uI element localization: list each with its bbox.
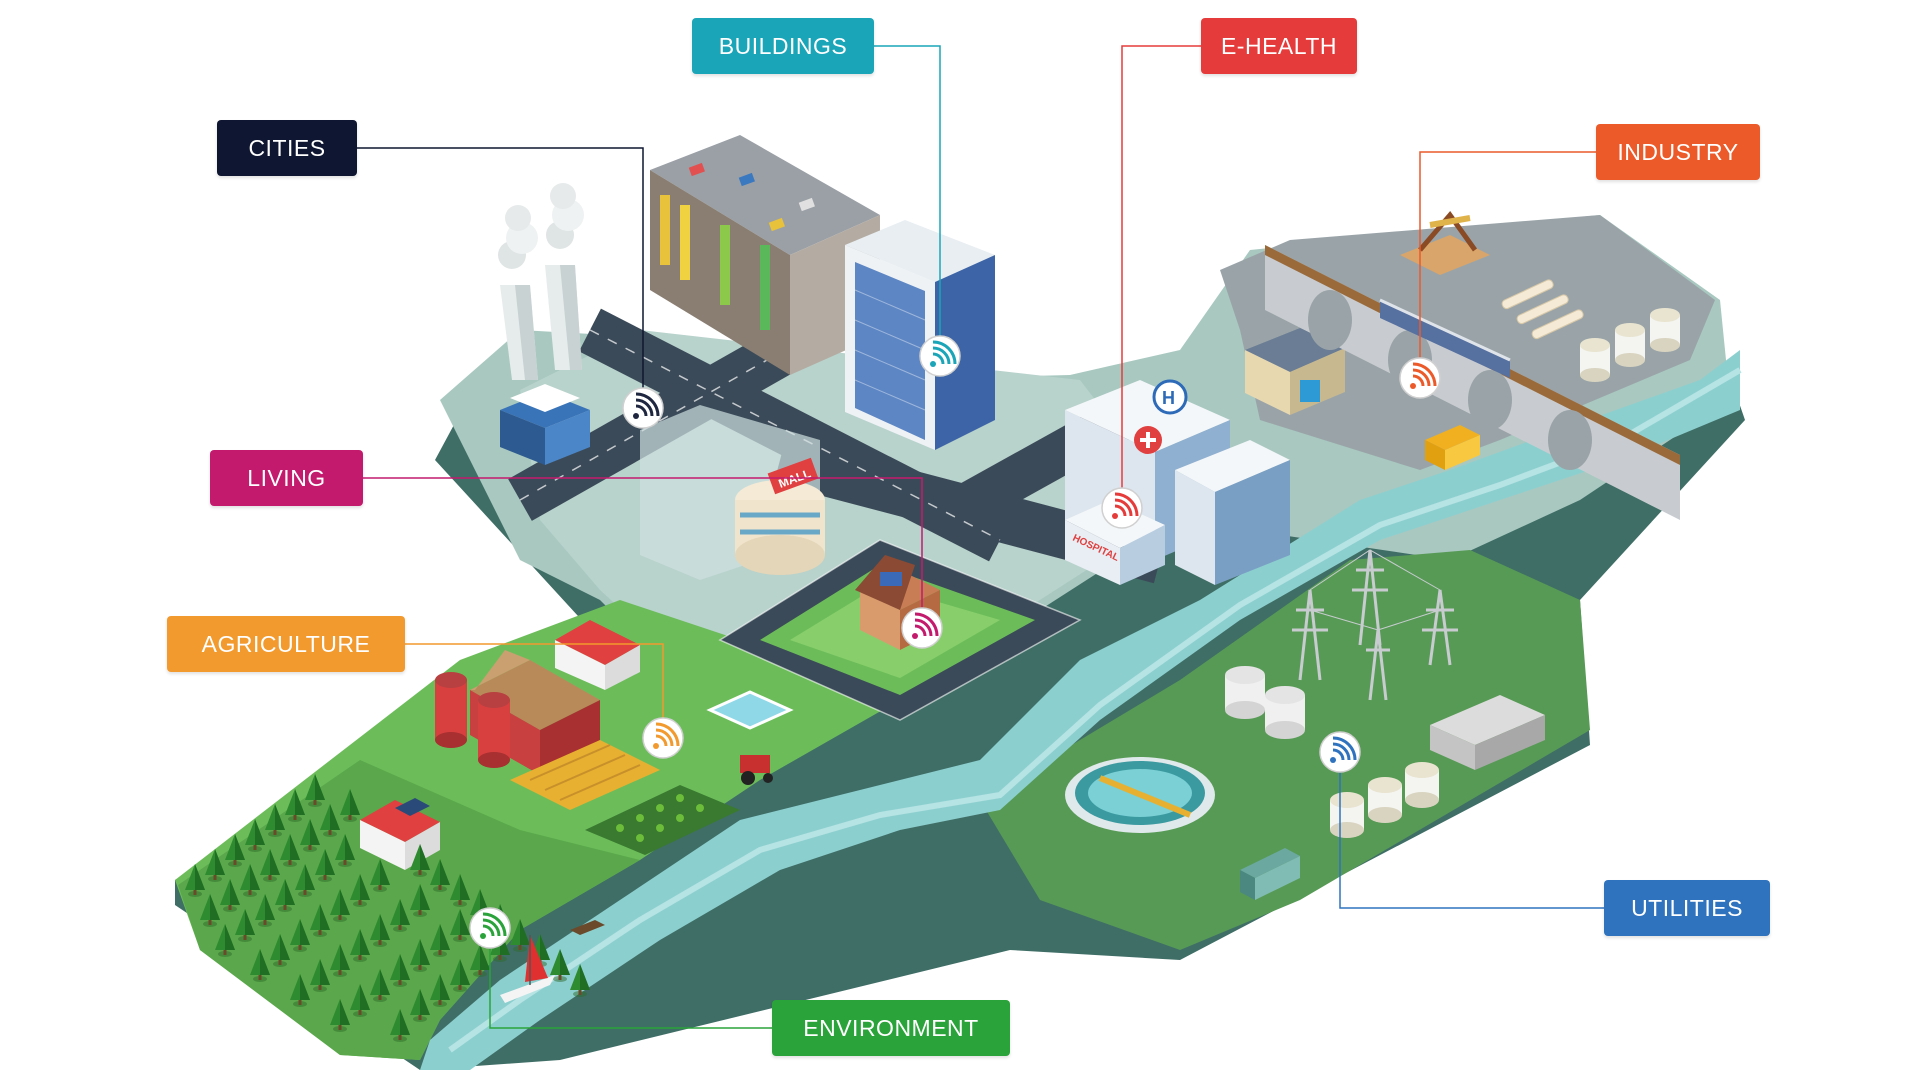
sensor-agriculture <box>641 716 685 760</box>
tractor <box>740 755 773 785</box>
silos <box>435 672 510 768</box>
cooling-towers <box>498 183 584 380</box>
oil-pump <box>1400 210 1490 275</box>
utility-factory <box>1430 695 1545 770</box>
sensor-living <box>900 606 944 650</box>
delivery-truck <box>1425 425 1480 470</box>
pipe-stacks <box>1501 279 1584 340</box>
vegetable-field <box>585 785 740 855</box>
corner-shop <box>500 384 590 465</box>
farmhouse <box>555 620 640 690</box>
sensor-utilities <box>1318 730 1362 774</box>
ehealth-label[interactable]: E-HEALTH <box>1201 18 1357 74</box>
pool <box>706 690 794 730</box>
solar-house <box>360 798 440 870</box>
agriculture-label[interactable]: AGRICULTURE <box>167 616 405 672</box>
living-label[interactable]: LIVING <box>210 450 363 506</box>
sensor-buildings <box>918 334 962 378</box>
sensor-ehealth <box>1100 486 1144 530</box>
water-treatment-plant <box>1065 757 1215 833</box>
sailboat <box>500 935 555 1003</box>
wheat-field <box>510 740 660 810</box>
hospital-complex: H HOSPITAL <box>1065 379 1290 585</box>
storage-tanks-industry <box>1580 308 1680 382</box>
cities-label[interactable]: CITIES <box>217 120 357 176</box>
dock <box>570 920 605 935</box>
gas-tanks <box>1225 666 1439 838</box>
sensor-cities <box>621 386 665 430</box>
utilities-label[interactable]: UTILITIES <box>1604 880 1770 936</box>
sensor-environment <box>468 906 512 950</box>
shopping-mall: MALL <box>640 405 825 580</box>
connector-lines <box>357 45 1604 1029</box>
tanker-truck <box>1240 848 1300 900</box>
power-pylons <box>1292 549 1458 701</box>
sensor-industry <box>1398 356 1442 400</box>
buildings-label[interactable]: BUILDINGS <box>692 18 874 74</box>
svg-text:H: H <box>1162 388 1175 408</box>
environment-label[interactable]: ENVIRONMENT <box>772 1000 1010 1056</box>
industry-label[interactable]: INDUSTRY <box>1596 124 1760 180</box>
office-tower <box>845 220 995 450</box>
railway-bridge <box>1265 245 1680 520</box>
